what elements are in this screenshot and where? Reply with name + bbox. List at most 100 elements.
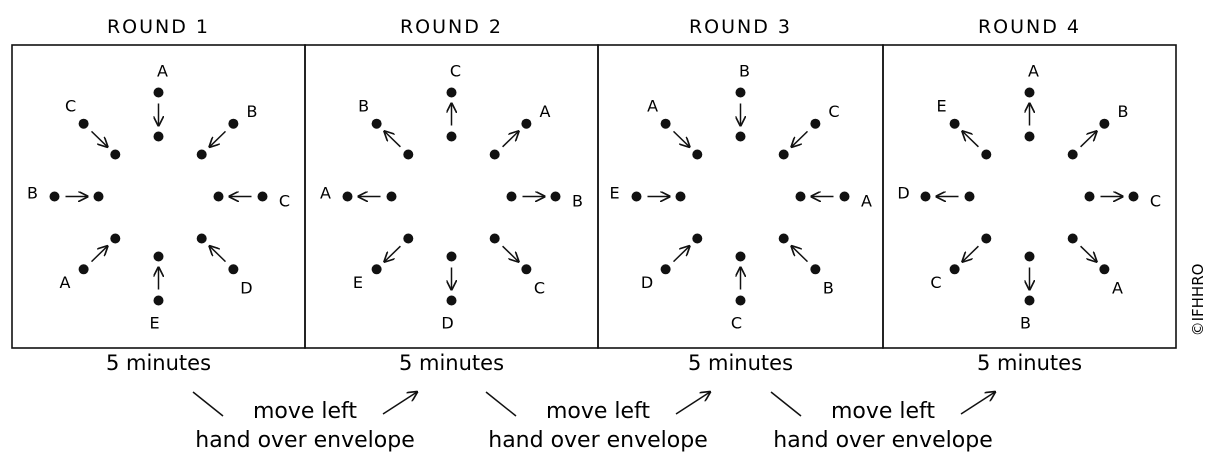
station-label: C	[1150, 192, 1161, 211]
station-label: C	[731, 314, 742, 333]
participant-dot-outer	[342, 191, 353, 202]
participant-dot-outer	[810, 118, 821, 129]
participant-dot-inner	[213, 191, 224, 202]
participant-dot-inner	[446, 251, 457, 262]
station-n: A	[1024, 62, 1039, 142]
transition-stroke-left	[192, 391, 224, 417]
station-label: E	[609, 184, 619, 203]
participant-dot-inner	[735, 131, 746, 142]
participant-dot-outer	[446, 295, 457, 306]
station-label: C	[65, 96, 76, 115]
station-label: B	[823, 279, 834, 298]
station-label: C	[930, 273, 941, 292]
move-arrow	[385, 245, 401, 261]
participant-dot-outer	[660, 118, 671, 129]
participant-dot-inner	[964, 191, 975, 202]
transition-move-text: move left	[546, 399, 650, 424]
participant-dot-inner	[692, 149, 703, 160]
participant-dot-inner	[735, 251, 746, 262]
station-label: E	[937, 96, 947, 115]
station-n: A	[153, 62, 168, 142]
move-arrow	[385, 131, 401, 148]
station-se: B	[778, 233, 834, 298]
station-e: B	[506, 191, 583, 211]
station-label: C	[279, 192, 290, 211]
participant-dot-inner	[153, 131, 164, 142]
station-label: A	[1112, 279, 1123, 298]
participant-dot-outer	[920, 191, 931, 202]
station-sw: D	[641, 233, 703, 292]
station-label: E	[149, 314, 159, 333]
station-label: B	[27, 184, 38, 203]
transition-handover-text: hand over envelope	[195, 428, 414, 453]
participant-dot-inner	[981, 149, 992, 160]
participant-dot-outer	[49, 191, 60, 202]
station-n: B	[736, 62, 750, 142]
participant-dot-outer	[153, 295, 164, 306]
round-duration: 5 minutes	[688, 351, 793, 375]
station-label: D	[641, 273, 653, 292]
move-arrow	[792, 130, 809, 146]
participant-dot-inner	[196, 233, 207, 244]
participant-dot-outer	[550, 191, 561, 202]
move-arrow	[210, 130, 227, 146]
station-label: C	[828, 102, 839, 121]
transition-arrow-right	[382, 392, 417, 415]
copyright-text: ©IFHHRO	[1189, 264, 1207, 337]
participant-dot-outer	[521, 118, 532, 129]
move-arrow	[502, 131, 519, 148]
transitions-group: move left hand over envelope move left hand…	[192, 391, 995, 453]
participant-dot-inner	[981, 233, 992, 244]
station-w: E	[609, 184, 686, 203]
participant-dot-outer	[949, 118, 960, 129]
participant-dot-inner	[506, 191, 517, 202]
station-label: B	[572, 192, 583, 211]
station-sw: C	[930, 233, 992, 292]
transition-handover-text: hand over envelope	[773, 428, 992, 453]
participant-dot-outer	[1024, 295, 1035, 306]
station-sw: E	[353, 233, 414, 292]
station-label: A	[540, 102, 551, 121]
move-arrow	[1080, 245, 1097, 261]
participant-dot-outer	[1099, 118, 1110, 129]
station-label: B	[358, 96, 369, 115]
station-w: A	[320, 184, 397, 203]
station-label: B	[1020, 314, 1031, 333]
station-e: A	[795, 191, 872, 211]
participant-dot-inner	[1024, 131, 1035, 142]
station-label: A	[861, 192, 872, 211]
round-title: ROUND 3	[689, 16, 792, 38]
station-label: B	[1118, 102, 1129, 121]
participant-dot-outer	[839, 191, 850, 202]
station-label: A	[320, 184, 331, 203]
station-ne: B	[196, 102, 258, 160]
participant-dot-outer	[371, 264, 382, 275]
station-se: C	[489, 233, 545, 298]
transition-1: move left hand over envelope	[192, 391, 417, 453]
move-arrow	[963, 131, 979, 148]
transition-move-text: move left	[253, 399, 357, 424]
participant-dot-outer	[78, 118, 89, 129]
round-title: ROUND 2	[400, 16, 503, 38]
station-se: A	[1067, 233, 1123, 298]
participant-dot-outer	[1128, 191, 1139, 202]
station-ne: B	[1067, 102, 1129, 160]
round-box	[882, 44, 1177, 349]
move-arrow	[90, 246, 108, 263]
station-sw: A	[60, 233, 121, 292]
transition-arrow-right	[960, 392, 995, 415]
participant-dot-inner	[1084, 191, 1095, 202]
station-nw: E	[937, 96, 992, 160]
station-label: B	[739, 62, 750, 81]
station-nw: B	[358, 96, 414, 160]
participant-dot-outer	[228, 264, 239, 275]
participant-dot-outer	[735, 87, 746, 98]
station-w: D	[897, 184, 975, 203]
participant-dot-inner	[403, 149, 414, 160]
station-ne: A	[489, 102, 551, 160]
